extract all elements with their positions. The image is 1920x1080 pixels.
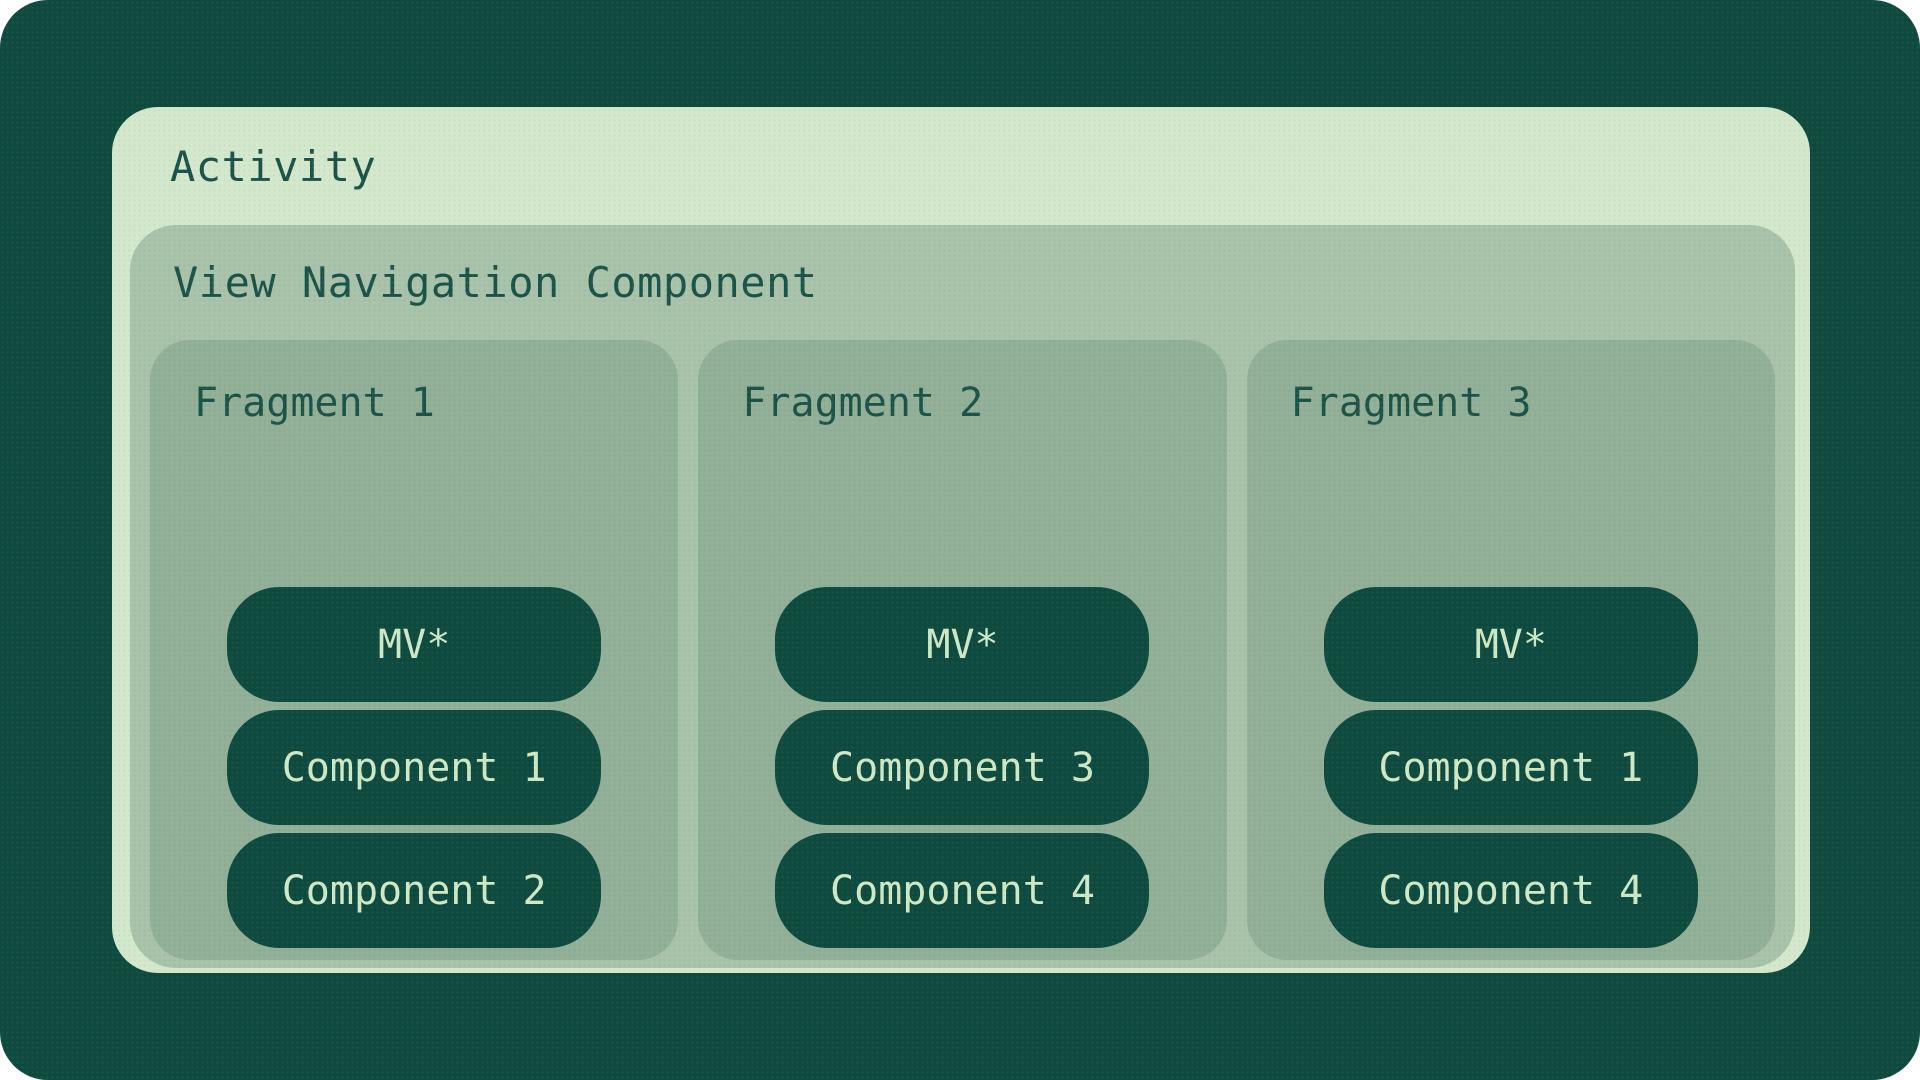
activity-box: Activity View Navigation Component Fragm… [112, 107, 1810, 973]
activity-title: Activity [170, 141, 377, 191]
view-navigation-title: View Navigation Component [173, 258, 818, 307]
component-pill: Component 1 [227, 710, 602, 825]
fragment-2-pill-stack: MV* Component 3 Component 4 [775, 587, 1150, 948]
component-pill: Component 1 [1323, 710, 1698, 825]
mv-pill: MV* [1323, 587, 1698, 702]
activity-header: Activity [112, 107, 1810, 225]
fragment-3-pill-stack: MV* Component 1 Component 4 [1323, 587, 1698, 948]
fragment-3-title: Fragment 3 [1290, 380, 1532, 426]
view-navigation-header: View Navigation Component [130, 225, 1795, 340]
fragment-box-2: Fragment 2 MV* Component 3 Component 4 [698, 340, 1227, 960]
component-pill: Component 2 [227, 833, 602, 948]
fragment-box-1: Fragment 1 MV* Component 1 Component 2 [150, 340, 679, 960]
fragment-2-title: Fragment 2 [742, 380, 984, 426]
fragments-row: Fragment 1 MV* Component 1 Component 2 F… [130, 340, 1795, 968]
mv-pill: MV* [227, 587, 602, 702]
view-navigation-box: View Navigation Component Fragment 1 MV*… [130, 225, 1795, 968]
fragment-1-title: Fragment 1 [194, 380, 435, 426]
component-pill: Component 3 [775, 710, 1150, 825]
component-pill: Component 4 [775, 833, 1150, 948]
component-pill: Component 4 [1323, 833, 1698, 948]
fragment-box-3: Fragment 3 MV* Component 1 Component 4 [1246, 340, 1775, 960]
mv-pill: MV* [775, 587, 1150, 702]
fragment-1-pill-stack: MV* Component 1 Component 2 [227, 587, 602, 948]
